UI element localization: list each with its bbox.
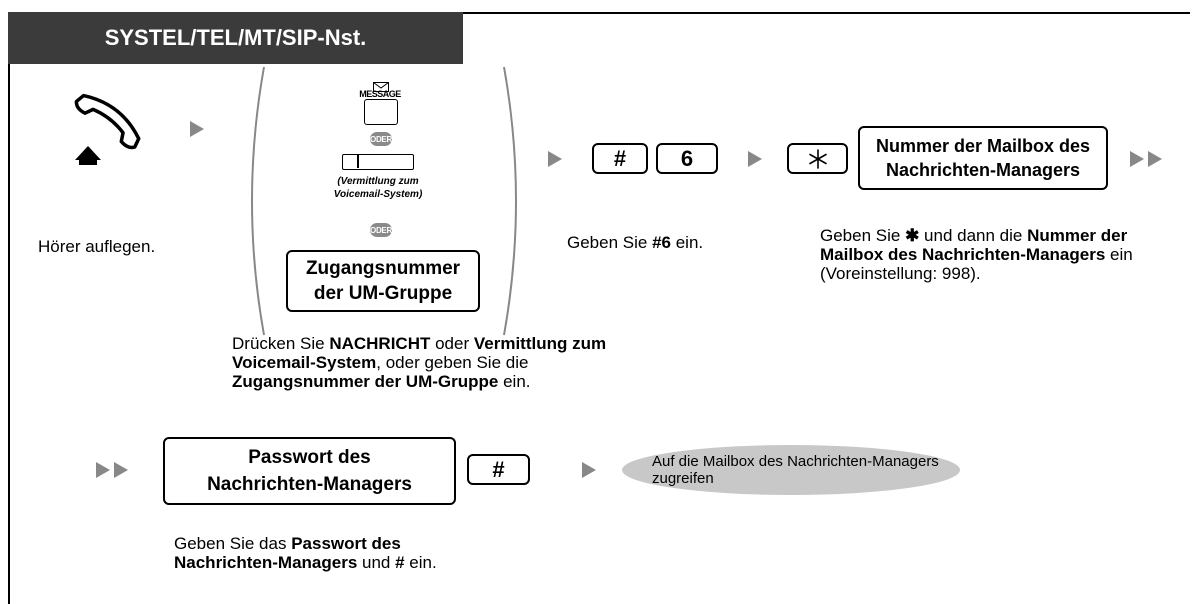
envelope-icon	[373, 79, 389, 92]
message-button[interactable]	[364, 99, 398, 125]
oder-badge-2: ODER	[370, 223, 392, 237]
result-ellipse: Auf die Mailbox des Nachrichten-Managers…	[622, 445, 960, 495]
double-arrow	[1148, 151, 1162, 167]
flow-arrow	[548, 151, 562, 167]
star-key[interactable]	[787, 143, 848, 174]
double-arrow	[1130, 151, 1144, 167]
step5-caption: Geben Sie das Passwort des Nachrichten-M…	[174, 534, 437, 572]
voicemail-transfer-button[interactable]	[342, 154, 414, 170]
voicemail-transfer-label: (Vermittlung zum Voicemail-System)	[333, 176, 423, 200]
hash-key-2[interactable]: #	[467, 454, 530, 485]
step3-caption: Geben Sie #6 ein.	[567, 233, 704, 252]
handset-hang-up-icon	[50, 80, 160, 180]
step1-caption: Hörer auflegen.	[38, 237, 156, 256]
step2-caption: Drücken Sie NACHRICHT oder Vermittlung z…	[232, 334, 607, 391]
header-title: SYSTEL/TEL/MT/SIP-Nst.	[8, 12, 463, 64]
oder-badge-1: ODER	[370, 132, 392, 146]
mailbox-number-box: Nummer der Mailbox des Nachrichten-Manag…	[858, 126, 1108, 190]
right-bracket	[500, 65, 530, 337]
hash-key[interactable]: #	[592, 143, 648, 174]
six-key[interactable]: 6	[656, 143, 718, 174]
double-arrow	[114, 462, 128, 478]
asterisk-icon	[808, 148, 827, 169]
flow-arrow	[582, 462, 596, 478]
message-key-label: MESSAGE	[359, 89, 401, 99]
diagram-frame	[8, 12, 1190, 604]
double-arrow	[96, 462, 110, 478]
left-bracket	[238, 65, 268, 337]
um-group-access-number-box: Zugangsnummer der UM-Gruppe	[286, 250, 480, 312]
password-box: Passwort des Nachrichten-Managers	[163, 437, 456, 505]
step4-caption: Geben Sie ✱ und dann die Nummer der Mail…	[820, 226, 1133, 283]
flow-arrow	[190, 121, 204, 137]
flow-arrow	[748, 151, 762, 167]
